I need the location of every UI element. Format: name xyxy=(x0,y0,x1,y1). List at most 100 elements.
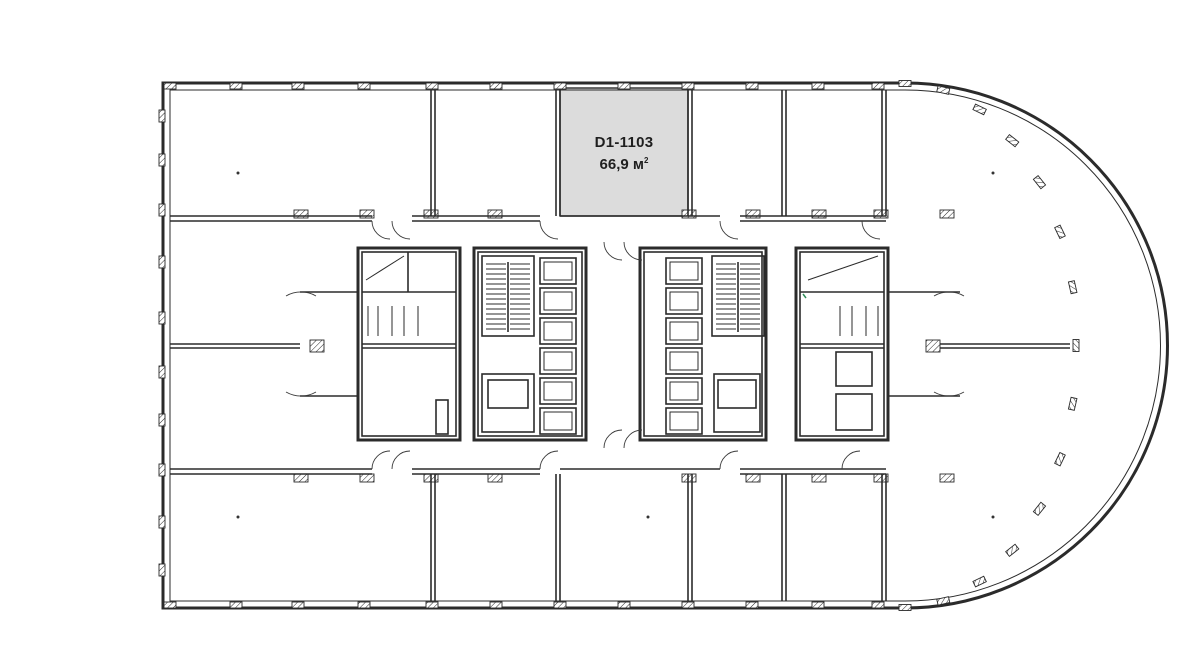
window-marker xyxy=(489,82,503,90)
door-swing xyxy=(623,429,643,449)
partitions-bottom xyxy=(430,474,887,601)
window-marker xyxy=(1054,224,1066,240)
window-marker xyxy=(357,601,371,609)
window-marker xyxy=(871,82,885,90)
elevator-shaft xyxy=(539,407,577,435)
window-marker xyxy=(425,82,439,90)
window-marker xyxy=(553,82,567,90)
partition-marker xyxy=(359,473,375,483)
window-marker xyxy=(158,255,166,269)
elevator-cab xyxy=(543,411,573,431)
window-marker xyxy=(553,601,567,609)
partition-marker xyxy=(359,209,375,219)
window-marker xyxy=(158,563,166,577)
window-marker xyxy=(1005,133,1020,148)
unit-area-exponent: 2 xyxy=(644,156,649,165)
elevator-shaft xyxy=(539,257,577,285)
elevator-shaft xyxy=(665,407,703,435)
window-marker xyxy=(158,413,166,427)
elevator-shaft xyxy=(539,377,577,405)
partition-marker xyxy=(487,209,503,219)
elevator-cab xyxy=(543,321,573,341)
partitions-top xyxy=(430,90,887,216)
window-marker xyxy=(871,601,885,609)
window-marker xyxy=(617,601,631,609)
window-marker xyxy=(1072,339,1080,352)
unit-label[interactable]: D1-1103 66,9 м2 xyxy=(560,134,688,173)
partition-marker xyxy=(811,209,827,219)
window-marker xyxy=(745,601,759,609)
window-marker xyxy=(158,311,166,325)
window-marker xyxy=(158,109,166,123)
partition-marker xyxy=(873,209,889,219)
elevator-cab xyxy=(543,291,573,311)
window-marker xyxy=(291,601,305,609)
unit-d1-1103-highlight[interactable] xyxy=(559,87,689,217)
window-marker xyxy=(811,601,825,609)
central-core xyxy=(356,246,890,442)
window-marker xyxy=(1032,174,1047,190)
elevator-cab xyxy=(543,381,573,401)
door-swing xyxy=(391,450,411,470)
elevator-shaft xyxy=(665,377,703,405)
door-swing xyxy=(371,220,391,240)
elevator-cab xyxy=(669,321,699,341)
elevator-cab xyxy=(669,261,699,281)
partition-marker xyxy=(939,209,955,219)
window-marker xyxy=(681,82,695,90)
window-marker xyxy=(158,365,166,379)
window-marker xyxy=(163,82,177,90)
window-marker xyxy=(291,82,305,90)
unit-id: D1-1103 xyxy=(594,134,654,151)
door-swing xyxy=(623,241,643,261)
window-marker xyxy=(1032,501,1047,517)
window-marker xyxy=(1067,396,1078,411)
elevator-shaft xyxy=(665,347,703,375)
partition-marker xyxy=(681,209,697,219)
partition-marker xyxy=(293,209,309,219)
unit-area-value: 66,9 xyxy=(599,156,629,173)
elevator-cab xyxy=(669,411,699,431)
room-markers xyxy=(236,171,995,519)
window-marker xyxy=(229,601,243,609)
elevator-shaft xyxy=(539,347,577,375)
door-swing xyxy=(719,220,739,240)
partition-marker xyxy=(745,473,761,483)
window-marker xyxy=(936,85,951,95)
door-swing xyxy=(539,220,559,240)
elevator-cab xyxy=(669,291,699,311)
elevator-shaft xyxy=(665,317,703,345)
door-swing xyxy=(603,429,623,449)
window-marker xyxy=(163,601,177,609)
elevator-cab xyxy=(543,351,573,371)
partition-marker xyxy=(811,473,827,483)
window-marker xyxy=(898,80,912,87)
window-marker xyxy=(1054,451,1066,467)
window-marker xyxy=(158,153,166,167)
window-marker xyxy=(158,515,166,529)
elevator-cab xyxy=(669,351,699,371)
elevator-shaft xyxy=(665,257,703,285)
partition-marker xyxy=(681,473,697,483)
elevator-cab xyxy=(543,261,573,281)
corridor-doors xyxy=(371,220,881,470)
unit-area-unit: м xyxy=(632,156,645,173)
window-marker xyxy=(158,203,166,217)
partition-marker xyxy=(487,473,503,483)
window-marker xyxy=(811,82,825,90)
window-marker xyxy=(425,601,439,609)
corridor-walls xyxy=(170,215,1070,475)
window-marker xyxy=(1067,280,1078,295)
partition-marker xyxy=(293,473,309,483)
window-marker xyxy=(972,575,987,588)
window-marker xyxy=(158,463,166,477)
door-swing xyxy=(861,220,881,240)
door-swing xyxy=(603,241,623,261)
window-marker xyxy=(745,82,759,90)
elevator-shaft xyxy=(665,287,703,315)
window-marker xyxy=(898,604,912,611)
door-swing xyxy=(539,450,559,470)
partition-marker xyxy=(745,209,761,219)
outer-envelope xyxy=(161,81,1169,610)
